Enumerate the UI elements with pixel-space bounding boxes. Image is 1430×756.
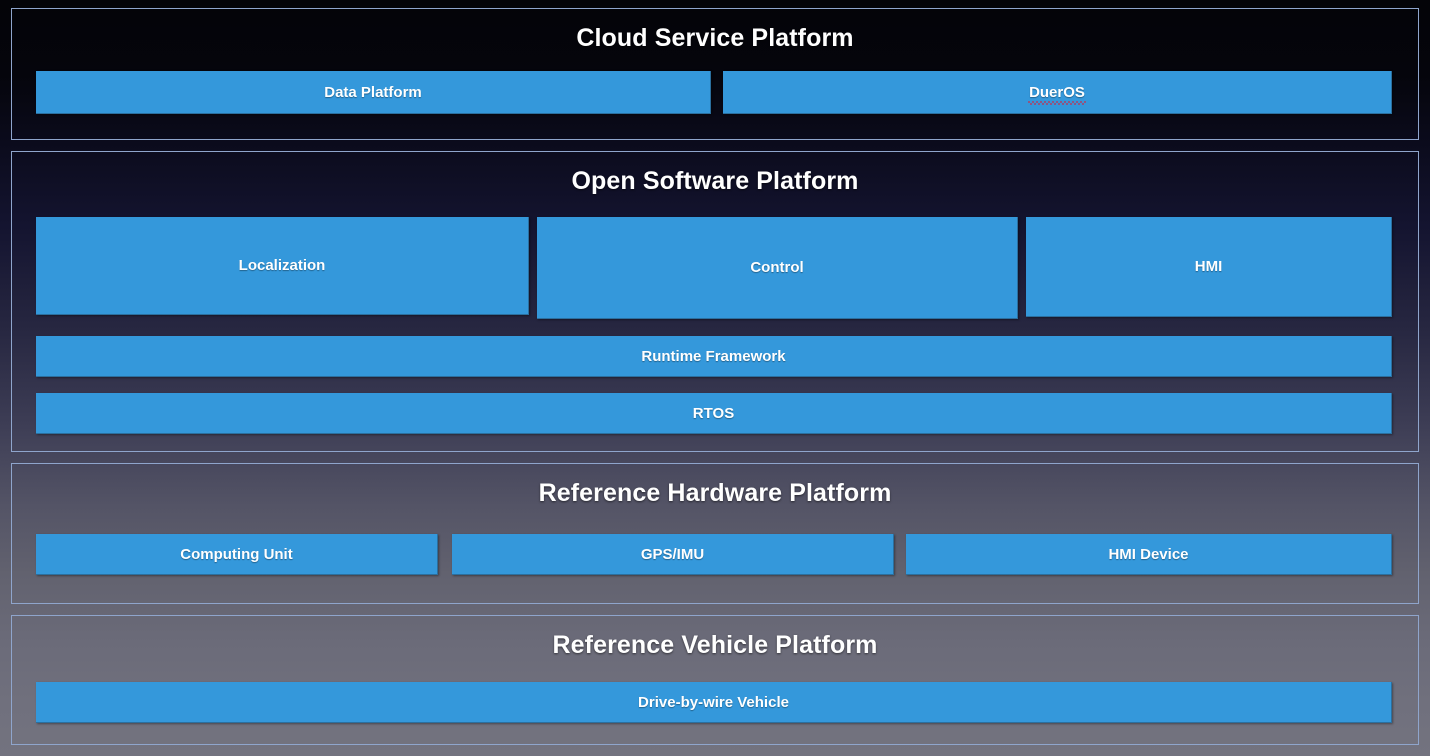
box-hmi-device[interactable]: HMI Device [906, 534, 1392, 575]
box-rtos[interactable]: RTOS [36, 393, 1392, 434]
box-gps-imu[interactable]: GPS/IMU [452, 534, 894, 575]
box-hmi[interactable]: HMI [1026, 217, 1392, 317]
box-computing-unit[interactable]: Computing Unit [36, 534, 438, 575]
section-reference-vehicle-platform: Reference Vehicle Platform Drive-by-wire… [11, 615, 1419, 745]
box-dueros-label: DuerOS [1028, 83, 1086, 105]
section-title-cloud-service-platform: Cloud Service Platform [576, 24, 854, 52]
section-open-software-platform: Open Software Platform Localization Cont… [11, 151, 1419, 452]
section-cloud-service-platform: Cloud Service Platform Data Platform Due… [11, 8, 1419, 140]
section-title-open-software-platform: Open Software Platform [571, 167, 859, 195]
box-runtime-framework[interactable]: Runtime Framework [36, 336, 1392, 377]
box-data-platform[interactable]: Data Platform [36, 71, 711, 114]
box-control[interactable]: Control [537, 217, 1018, 319]
box-dueros[interactable]: DuerOS [723, 71, 1392, 114]
section-reference-hardware-platform: Reference Hardware Platform Computing Un… [11, 463, 1419, 604]
section-title-reference-hardware-platform: Reference Hardware Platform [538, 479, 892, 507]
box-localization[interactable]: Localization [36, 217, 529, 315]
box-drive-by-wire-vehicle[interactable]: Drive-by-wire Vehicle [36, 682, 1392, 723]
section-title-reference-vehicle-platform: Reference Vehicle Platform [552, 631, 878, 659]
